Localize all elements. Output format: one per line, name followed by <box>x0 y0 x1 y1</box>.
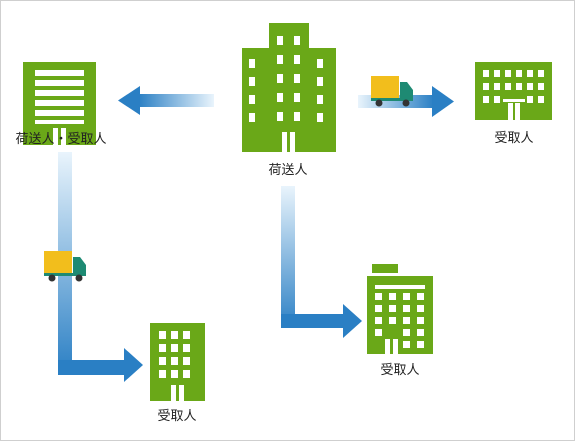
arrow-shipper-to-shipper-receiver <box>118 86 214 115</box>
arrow-shipper-to-receiver-bottom-center <box>281 186 362 338</box>
small-office-building-icon <box>150 323 205 401</box>
shipper-label: 荷送人 <box>268 163 308 178</box>
receiver-bottom-left-label: 受取人 <box>157 409 197 424</box>
apartment-building-icon <box>475 62 552 120</box>
receiver-bottom-center-label: 受取人 <box>380 363 420 378</box>
truck-icon <box>44 251 86 282</box>
office-building-icon <box>23 62 96 145</box>
shipper-receiver-label: 荷送人・受取人 <box>15 132 107 147</box>
office-tower-icon <box>242 23 336 152</box>
receiver-right-label: 受取人 <box>494 131 534 146</box>
tall-building-with-sign-icon <box>367 264 433 354</box>
truck-icon <box>371 76 413 107</box>
